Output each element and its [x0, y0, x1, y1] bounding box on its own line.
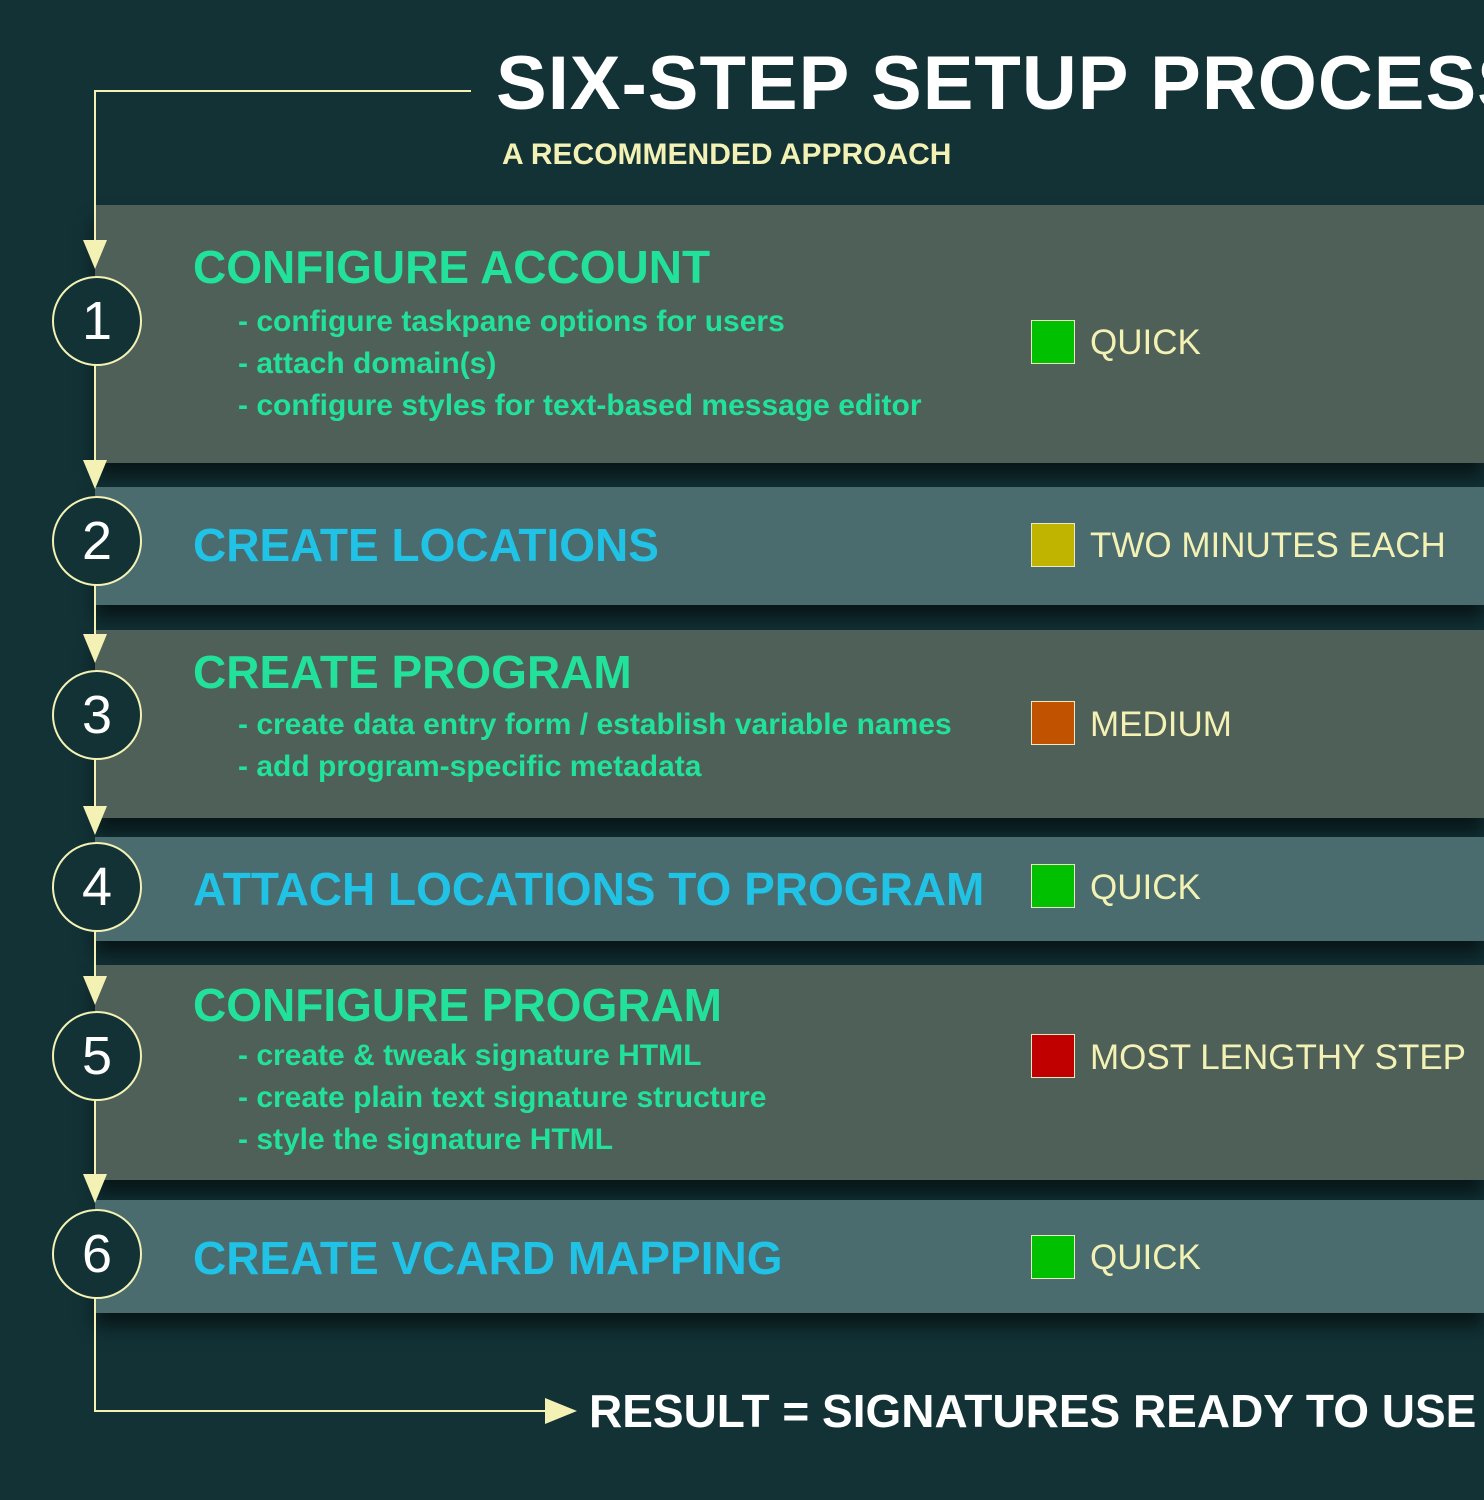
- flow-arrow-icon: [83, 240, 107, 269]
- step-title-5: CONFIGURE PROGRAM: [193, 979, 722, 1031]
- status-swatch-3: [1031, 701, 1075, 745]
- status-label-4: QUICK: [1090, 868, 1201, 907]
- step-band-4: [95, 837, 1484, 941]
- step-number-2: 2: [52, 496, 142, 586]
- step-title-2: CREATE LOCATIONS: [193, 519, 659, 571]
- status-label-5: MOST LENGTHY STEP: [1090, 1038, 1467, 1077]
- status-swatch-4: [1031, 864, 1075, 908]
- step-bullet: - create data entry form / establish var…: [238, 708, 952, 741]
- step-bullet: - attach domain(s): [238, 347, 497, 380]
- step-number-6: 6: [52, 1209, 142, 1299]
- flow-line-result: [94, 1295, 545, 1412]
- flow-arrow-icon: [83, 634, 107, 663]
- step-band-3: [95, 630, 1484, 818]
- step-bullets-1: - configure taskpane options for users -…: [238, 301, 922, 427]
- flow-arrow-icon: [545, 1398, 577, 1424]
- flow-line-top: [94, 90, 471, 240]
- page-subtitle: A RECOMMENDED APPROACH: [502, 138, 952, 171]
- step-bullets-3: - create data entry form / establish var…: [238, 704, 952, 788]
- step-bullet: - create & tweak signature HTML: [238, 1039, 702, 1072]
- step-bullet: - add program-specific metadata: [238, 750, 702, 783]
- status-label-3: MEDIUM: [1090, 705, 1232, 744]
- flow-arrow-icon: [83, 806, 107, 835]
- flow-arrow-icon: [83, 460, 107, 489]
- status-label-6: QUICK: [1090, 1238, 1201, 1277]
- step-bullet: - style the signature HTML: [238, 1123, 614, 1156]
- status-swatch-2: [1031, 523, 1075, 567]
- status-label-1: QUICK: [1090, 323, 1201, 362]
- status-label-2: TWO MINUTES EACH: [1090, 526, 1446, 565]
- step-bullet: - configure styles for text-based messag…: [238, 389, 922, 422]
- status-swatch-6: [1031, 1235, 1075, 1279]
- status-swatch-5: [1031, 1034, 1075, 1078]
- step-number-5: 5: [52, 1011, 142, 1101]
- page-title: SIX-STEP SETUP PROCESS: [496, 41, 1484, 126]
- flow-arrow-icon: [83, 1174, 107, 1203]
- step-band-1: [95, 205, 1484, 463]
- step-title-4: ATTACH LOCATIONS TO PROGRAM: [193, 863, 985, 915]
- step-title-3: CREATE PROGRAM: [193, 646, 632, 698]
- step-number-4: 4: [52, 842, 142, 932]
- step-band-2: [95, 487, 1484, 605]
- step-band-5: [95, 965, 1484, 1180]
- step-bullets-5: - create & tweak signature HTML - create…: [238, 1035, 767, 1161]
- step-bullet: - configure taskpane options for users: [238, 305, 785, 338]
- flow-arrow-icon: [83, 976, 107, 1005]
- step-title-6: CREATE VCARD MAPPING: [193, 1232, 783, 1284]
- step-title-1: CONFIGURE ACCOUNT: [193, 241, 711, 293]
- status-swatch-1: [1031, 320, 1075, 364]
- step-band-6: [95, 1200, 1484, 1313]
- result-text: RESULT = SIGNATURES READY TO USE: [589, 1385, 1477, 1437]
- step-number-3: 3: [52, 670, 142, 760]
- step-bullet: - create plain text signature structure: [238, 1081, 767, 1114]
- step-number-1: 1: [52, 276, 142, 366]
